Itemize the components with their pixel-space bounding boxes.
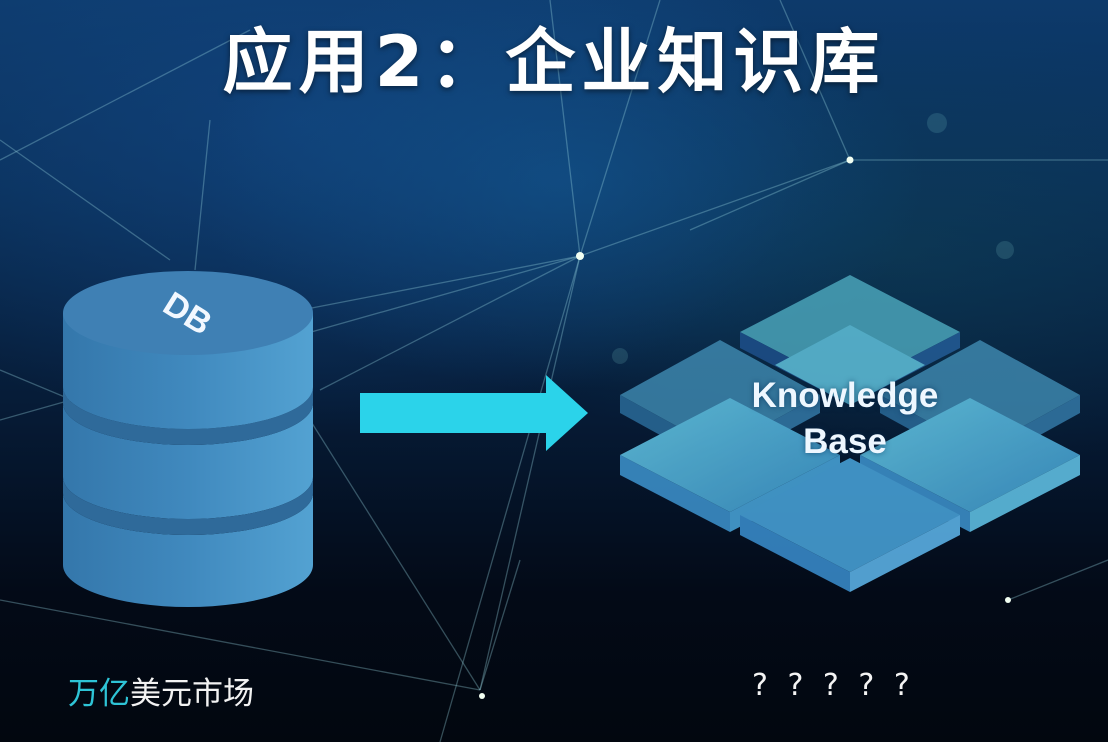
market-size-caption: 万亿美元市场 [68,668,254,713]
arrow-right-icon [360,375,588,451]
knowledge-base-label: Knowledge Base [700,373,990,465]
kb-label-line2: Base [803,422,887,461]
database-cylinder-icon: DB [63,271,313,607]
market-size-highlight: 万亿 [68,676,130,712]
kb-label-line1: Knowledge [751,376,939,415]
stacked-tiles-icon [620,275,1080,592]
unknown-value-caption: ? ? ? ? ? [752,668,910,703]
slide-title: 应用2：企业知识库 [222,21,886,103]
market-size-rest: 美元市场 [130,676,254,712]
